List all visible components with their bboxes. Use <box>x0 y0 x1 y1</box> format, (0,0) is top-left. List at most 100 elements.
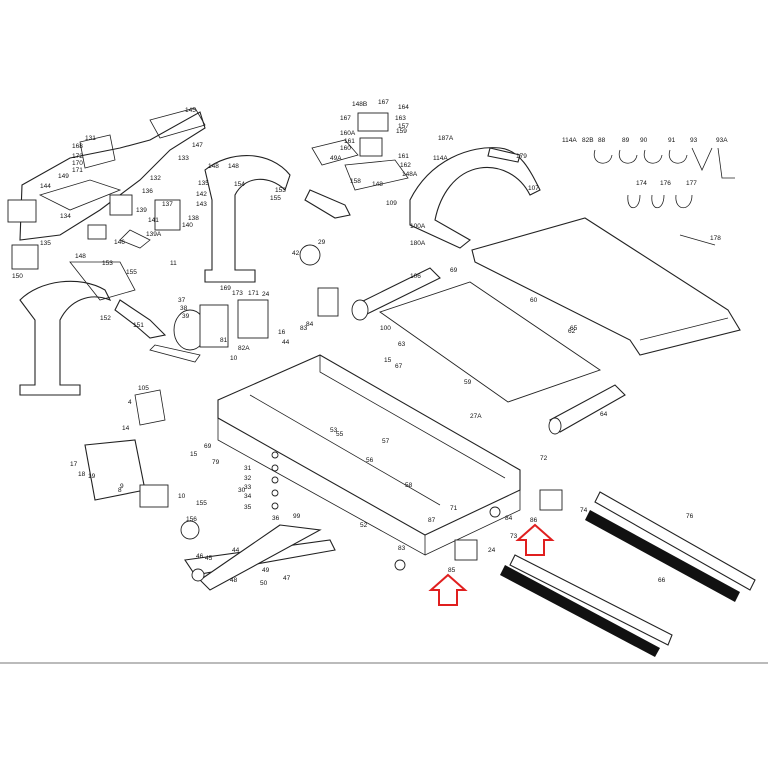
motor-hood <box>409 147 541 249</box>
callout-label: 53 <box>330 427 338 434</box>
callout-label: 93A <box>716 137 728 144</box>
callout-label: 39 <box>182 313 190 320</box>
callout-label: 35 <box>244 504 252 511</box>
callout-label: 30 <box>238 487 246 494</box>
callout-label: 146 <box>114 239 125 246</box>
callout-label: 60 <box>530 297 538 304</box>
callout-label: 10 <box>178 493 186 500</box>
callout-label: 172 <box>72 153 83 160</box>
callout-label: 49 <box>262 567 270 574</box>
callout-label: 155 <box>270 195 281 202</box>
callout-label: 161 <box>344 138 355 145</box>
callout-label: 162 <box>400 162 411 169</box>
callout-label: 139 <box>136 207 147 214</box>
callout-label: 152 <box>100 315 111 322</box>
callout-label: 144 <box>40 183 51 190</box>
callout-label: 52 <box>360 522 368 529</box>
callout-label: 11 <box>170 260 177 267</box>
console-housing-left <box>7 107 206 241</box>
callout-label: 82A <box>238 345 250 352</box>
callout-label: 69 <box>204 443 212 450</box>
callout-label: 170 <box>72 160 83 167</box>
callout-label: 45 <box>205 555 213 562</box>
callout-label: 72 <box>540 455 548 462</box>
callout-label: 158 <box>350 178 361 185</box>
callout-label: 14 <box>122 425 130 432</box>
red-arrow-left <box>428 573 468 606</box>
callout-label: 149 <box>58 173 69 180</box>
handle-grip <box>114 189 351 339</box>
callout-label: 79 <box>212 459 220 466</box>
callout-label: 179 <box>516 153 527 160</box>
callout-label: 180A <box>410 240 426 247</box>
callout-label: 139A <box>146 231 162 238</box>
callout-label: 44 <box>232 547 240 554</box>
callout-label: 36 <box>272 515 280 522</box>
callout-label: 63 <box>398 341 406 348</box>
callout-label: 141 <box>148 217 159 224</box>
callout-label: 161 <box>398 153 409 160</box>
lift-assembly <box>84 389 336 591</box>
callout-label: 173 <box>232 290 243 297</box>
callout-label: 167 <box>378 99 389 106</box>
callout-label: 10 <box>230 355 238 362</box>
callout-label: 46 <box>196 553 204 560</box>
callout-label: 132 <box>150 175 161 182</box>
side-rail-lower <box>500 554 673 657</box>
callout-label: 24 <box>488 547 496 554</box>
callout-label: 91 <box>668 137 676 144</box>
callout-label: 150 <box>12 273 23 280</box>
callout-label: 38 <box>180 305 188 312</box>
callout-label: 47 <box>283 575 291 582</box>
callout-label: 99 <box>293 513 301 520</box>
callout-label: 100 <box>380 325 391 332</box>
callout-label: 69 <box>450 267 458 274</box>
callout-label: 55 <box>336 431 344 438</box>
callout-label: 134 <box>60 213 71 220</box>
callout-label: 83 <box>300 325 308 332</box>
callout-label: 147 <box>192 142 203 149</box>
callout-label: 145 <box>185 107 196 114</box>
motor-assembly <box>149 244 339 363</box>
callout-label: 171 <box>248 290 259 297</box>
callout-label: 148 <box>208 163 219 170</box>
callout-label: 87 <box>428 517 436 524</box>
callout-label: 136 <box>142 188 153 195</box>
callout-label: 114A <box>562 137 577 144</box>
side-rail-upper <box>585 491 756 602</box>
callout-label: 84 <box>505 515 513 522</box>
callout-label: 73 <box>510 533 518 540</box>
callout-label: 17 <box>70 461 78 468</box>
callout-label: 178 <box>710 235 721 242</box>
callout-label: 89 <box>622 137 630 144</box>
callout-label: 84 <box>306 321 314 328</box>
callout-label: 153 <box>102 260 113 267</box>
callout-label: 163 <box>395 115 406 122</box>
console-parts-top <box>311 112 409 191</box>
callout-label: 59 <box>464 379 472 386</box>
callout-label: 81 <box>220 337 228 344</box>
callout-label: 32 <box>244 475 252 482</box>
callout-label: 65 <box>570 325 578 332</box>
callout-label: 85 <box>448 567 456 574</box>
callout-label: 160A <box>340 130 356 137</box>
callout-label: 8 <box>118 487 122 494</box>
callout-label: 67 <box>395 363 403 370</box>
red-arrow-right <box>515 523 555 556</box>
callout-label: 31 <box>244 465 252 472</box>
callout-label: 93 <box>690 137 698 144</box>
callout-label: 74 <box>580 507 588 514</box>
callout-label: 82B <box>582 137 594 144</box>
callout-label: 76 <box>686 513 694 520</box>
callout-label: 100A <box>410 223 426 230</box>
callout-label: 57 <box>382 438 390 445</box>
callout-label: 143 <box>196 201 207 208</box>
callout-label: 16 <box>278 329 286 336</box>
callout-label: 33 <box>244 484 252 491</box>
callout-label: 15 <box>384 357 392 364</box>
end-caps <box>394 489 563 571</box>
walking-belt <box>471 217 741 356</box>
wire-parts <box>593 147 735 246</box>
